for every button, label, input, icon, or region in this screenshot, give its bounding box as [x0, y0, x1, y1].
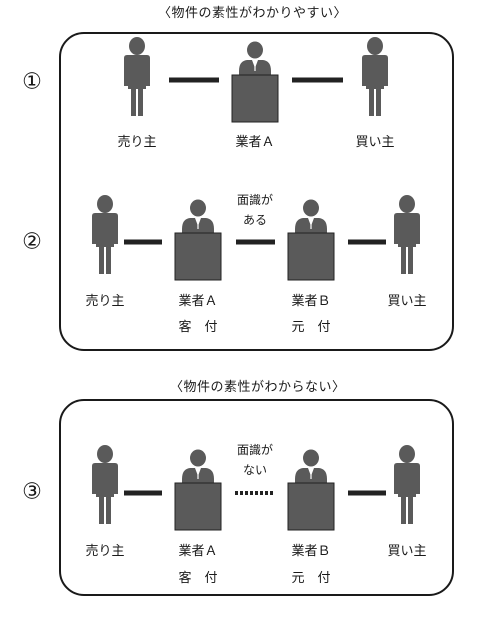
heading-clear-origin: 〈物件の素性がわかりやすい〉 [158, 6, 348, 21]
no-acquaintance-note-line1: 面識が [236, 443, 274, 457]
agent-b-role: 元 付 [291, 320, 331, 335]
agent-b-role: 元 付 [291, 571, 331, 586]
agent-figure-1 [231, 40, 279, 123]
acquaintance-note: 面識が ある [237, 190, 273, 230]
seller-figure-3 [92, 445, 118, 524]
agent-a-label: 業者Ａ [178, 294, 218, 309]
agent-a-figure-3 [174, 448, 222, 531]
buyer-label: 買い主 [387, 294, 427, 309]
case-number-3: ③ [22, 479, 42, 505]
seller-label: 売り主 [85, 294, 125, 309]
no-acquaintance-note-line2: ない [242, 463, 268, 477]
acquaintance-note-line1: 面識が [236, 193, 274, 207]
agent-b-label: 業者Ｂ [291, 544, 331, 559]
panel-bottom-border [59, 399, 454, 596]
seller-label: 売り主 [117, 135, 157, 150]
case-number-2: ② [22, 229, 42, 255]
no-acquaintance-note: 面識が ない [237, 440, 273, 480]
agent-a-label: 業者Ａ [178, 544, 218, 559]
agent-a-figure-2 [174, 198, 222, 281]
panel-top-border [59, 32, 454, 351]
buyer-label: 買い主 [387, 544, 427, 559]
buyer-figure-1 [362, 37, 388, 116]
agent-b-figure-3 [287, 448, 335, 531]
seller-figure-2 [92, 195, 118, 274]
agent-b-label: 業者Ｂ [291, 294, 331, 309]
agent-a-role: 客 付 [178, 320, 218, 335]
buyer-figure-3 [394, 445, 420, 524]
agent-a-role: 客 付 [178, 571, 218, 586]
agent-label: 業者Ａ [235, 135, 275, 150]
acquaintance-note-line2: ある [242, 213, 268, 227]
buyer-label: 買い主 [355, 135, 395, 150]
heading-unclear-origin: 〈物件の素性がわからない〉 [170, 380, 346, 395]
agent-b-figure-2 [287, 198, 335, 281]
buyer-figure-2 [394, 195, 420, 274]
seller-figure-1 [124, 37, 150, 116]
seller-label: 売り主 [85, 544, 125, 559]
case-number-1: ① [22, 69, 42, 95]
